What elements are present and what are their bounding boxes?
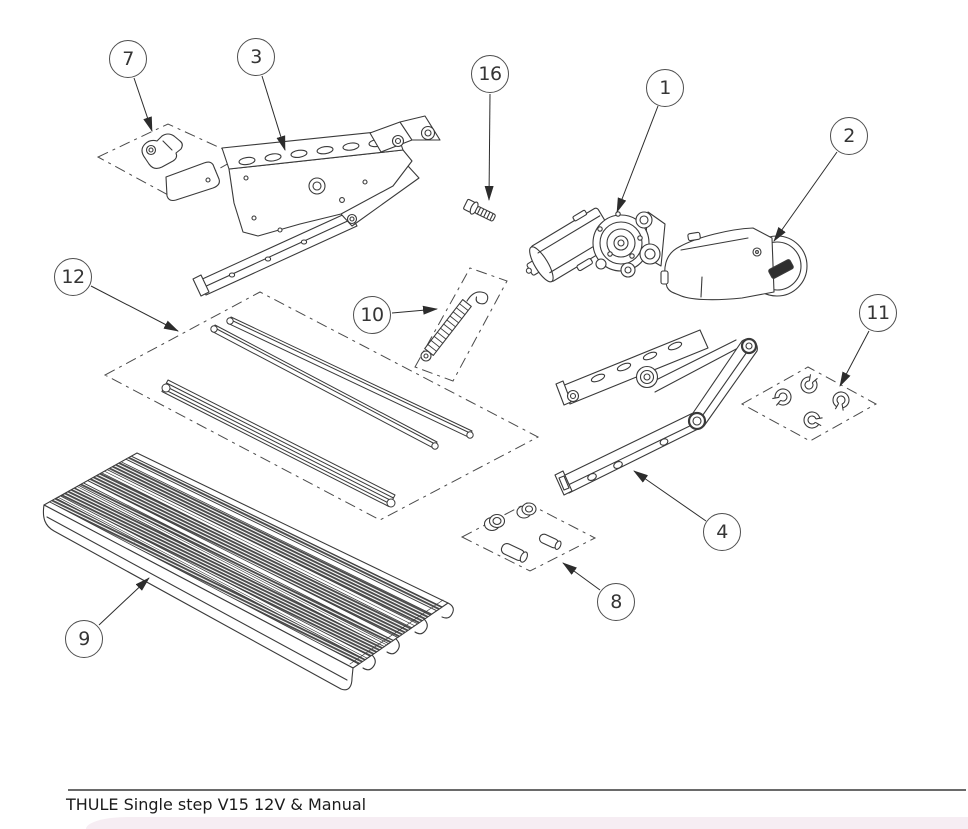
part-7-clamp-kit-drawing xyxy=(141,133,220,202)
part-9-tread-drawing xyxy=(42,452,454,691)
callout-4-number: 4 xyxy=(716,520,728,543)
callout-1: 1 xyxy=(646,69,684,107)
footer-divider-line xyxy=(68,789,966,791)
kit-box-11-outline xyxy=(740,366,878,442)
callout-11: 11 xyxy=(859,294,897,332)
footer-accent-strip xyxy=(86,817,968,829)
callout-2-number: 2 xyxy=(843,124,855,147)
callout-8: 8 xyxy=(597,583,635,621)
callout-9: 9 xyxy=(65,620,103,658)
callout-7: 7 xyxy=(109,40,147,78)
callout-2: 2 xyxy=(830,117,868,155)
callout-11-number: 11 xyxy=(866,301,890,324)
diagram-title: THULE Single step V15 12V & Manual xyxy=(66,795,367,814)
callout-12: 12 xyxy=(54,258,92,296)
callout-9-number: 9 xyxy=(78,627,90,650)
part-3-bracket-drawing xyxy=(192,115,441,297)
part-10-spring-drawing xyxy=(420,291,489,362)
kit-box-8-outline xyxy=(460,502,597,572)
thule-logo-badge xyxy=(768,259,794,279)
callout-leader-lines xyxy=(90,75,870,626)
part-2-cover-drawing xyxy=(660,227,808,301)
part-12-rails-drawing xyxy=(161,316,474,508)
callout-3-number: 3 xyxy=(250,45,262,68)
part-1-motor-drawing xyxy=(525,207,666,283)
callout-10-number: 10 xyxy=(360,303,384,326)
callout-8-number: 8 xyxy=(610,590,622,613)
callout-12-number: 12 xyxy=(61,265,85,288)
callout-16-number: 16 xyxy=(478,62,502,85)
part-16-screw-drawing xyxy=(463,198,496,222)
callout-10: 10 xyxy=(353,296,391,334)
kit-box-10-outline xyxy=(414,267,508,382)
part-4-arm-drawing xyxy=(554,329,758,496)
callout-1-number: 1 xyxy=(659,76,671,99)
callout-3: 3 xyxy=(237,38,275,76)
callout-4: 4 xyxy=(703,513,741,551)
callout-7-number: 7 xyxy=(122,47,134,70)
part-8-bushing-kit-drawing xyxy=(483,502,562,563)
kit-box-7-outline xyxy=(96,123,242,197)
callout-16: 16 xyxy=(471,55,509,93)
part-11-clip-kit-drawing xyxy=(770,372,850,429)
kit-box-12-outline xyxy=(103,291,540,521)
